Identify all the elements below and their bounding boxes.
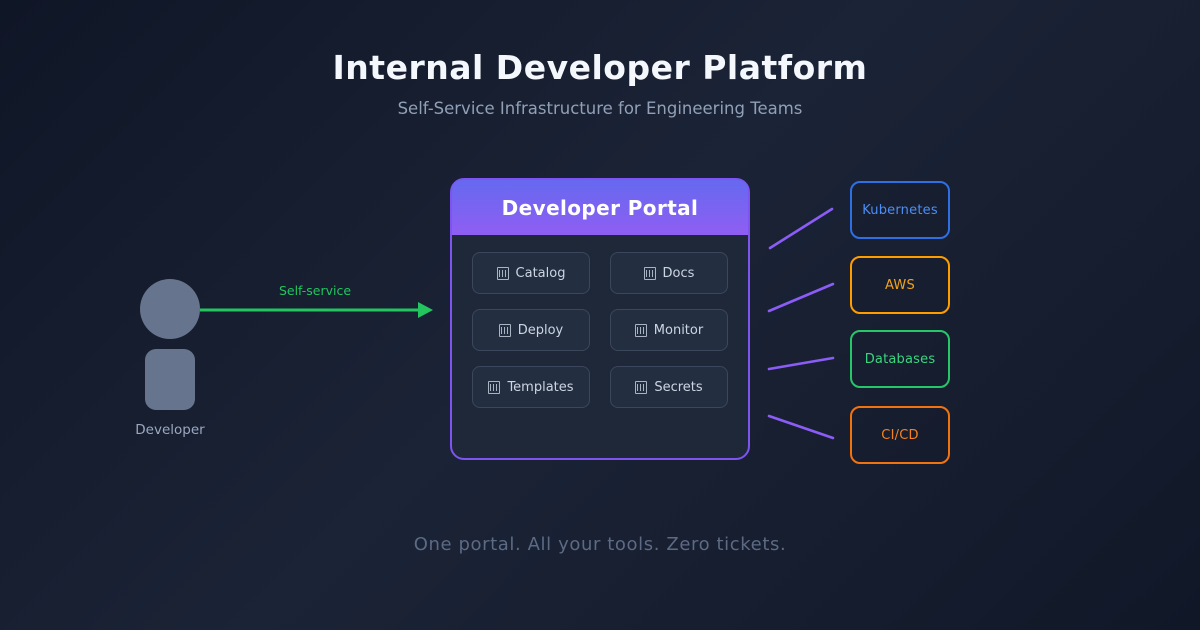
templates-icon [488,380,501,394]
deploy-button[interactable]: Deploy [472,309,590,351]
docs-button-label: Docs [662,265,695,281]
self-service-arrow [200,302,433,318]
catalog-button-label: Catalog [515,265,566,281]
secrets-icon [635,380,648,394]
developer-label: Developer [135,422,205,438]
connector-line-kubernetes [768,207,834,250]
connector-line-databases [767,356,835,371]
arrowhead-icon [418,302,433,318]
secrets-button[interactable]: Secrets [610,366,728,408]
service-box-aws[interactable]: AWS [850,256,950,314]
service-label-aws: AWS [885,277,915,293]
service-box-kubernetes[interactable]: Kubernetes [850,181,950,239]
service-label-kubernetes: Kubernetes [862,202,938,218]
page-subtitle: Self-Service Infrastructure for Engineer… [397,99,803,118]
developer-head-icon [140,279,200,339]
developer-portal-card: Developer Portal Catalog Docs Deploy Mon… [450,178,750,460]
self-service-label: Self-service [278,283,352,298]
catalog-button[interactable]: Catalog [472,252,590,294]
connector-line-cicd [767,414,835,440]
portal-tool-grid: Catalog Docs Deploy Monitor Templates Se… [452,235,748,408]
page-title: Internal Developer Platform [332,48,868,87]
monitor-button[interactable]: Monitor [610,309,728,351]
monitor-icon [634,323,647,337]
docs-icon [643,266,656,280]
service-box-databases[interactable]: Databases [850,330,950,388]
service-box-cicd[interactable]: CI/CD [850,406,950,464]
connector-line-aws [767,282,835,313]
deploy-button-label: Deploy [517,322,564,338]
developer-body-icon [145,349,195,410]
deploy-icon [498,323,511,337]
service-label-databases: Databases [864,351,936,367]
templates-button-label: Templates [507,379,574,395]
secrets-button-label: Secrets [654,379,703,395]
monitor-button-label: Monitor [653,322,704,338]
templates-button[interactable]: Templates [472,366,590,408]
footer-tagline: One portal. All your tools. Zero tickets… [413,534,787,555]
portal-title: Developer Portal [501,195,699,220]
catalog-icon [496,266,509,280]
portal-header: Developer Portal [452,180,748,235]
service-label-cicd: CI/CD [881,427,919,443]
docs-button[interactable]: Docs [610,252,728,294]
